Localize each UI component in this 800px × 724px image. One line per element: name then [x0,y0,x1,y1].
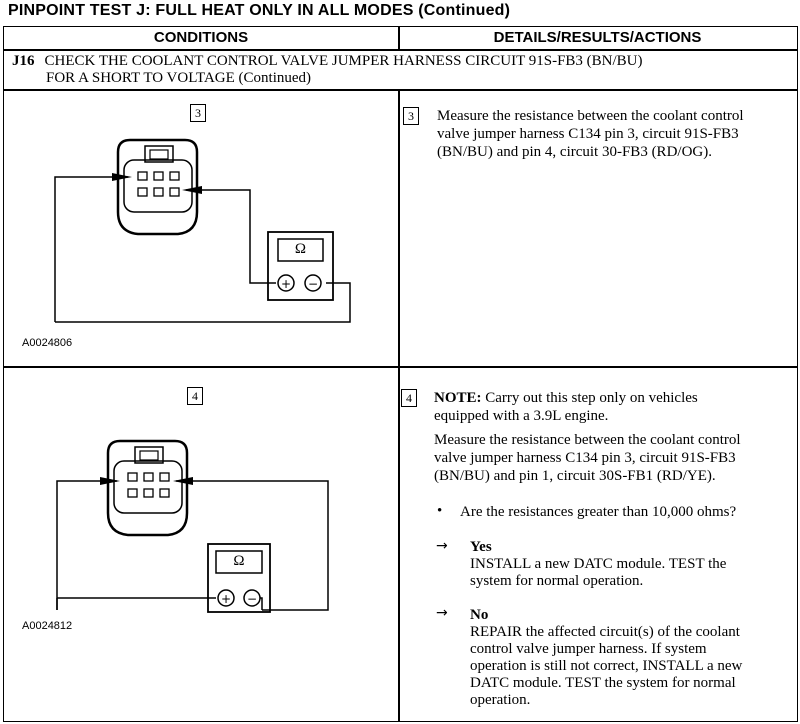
page-title: PINPOINT TEST J: FULL HEAT ONLY IN ALL M… [8,2,511,19]
question-bullet: • [437,503,443,519]
substep-4-line1: Measure the resistance between the coola… [434,432,741,448]
meter-3-minus-terminal: − [307,277,319,291]
yes-arrow-icon: → [436,538,448,554]
note-label: NOTE: [434,390,482,406]
step-heading: J16 CHECK THE COOLANT CONTROL VALVE JUMPE… [12,53,772,87]
figure-3-number: 3 [190,104,206,122]
substep-4-note: NOTE: Carry out this step only on vehicl… [434,390,698,406]
figure-4-id: A0024812 [22,620,73,632]
no-label: No [470,607,489,623]
substep-3-line1: Measure the resistance between the coola… [437,108,744,124]
figure-3-id: A0024806 [22,337,73,349]
substep-3-line3: (BN/BU) and pin 4, circuit 30-FB3 (RD/OG… [437,144,712,160]
meter-4-minus-terminal: − [246,592,258,606]
substep-4-line3: (BN/BU) and pin 1, circuit 30S-FB1 (RD/Y… [434,468,716,484]
figure-3-diagram [54,138,351,323]
header-column-divider [398,27,400,50]
meter-3-ohm-icon: Ω [294,241,307,257]
header-conditions: CONDITIONS [153,29,249,46]
substep-4-line2: valve jumper harness C134 pin 3, circuit… [434,450,736,466]
pinpoint-table: CONDITIONS DETAILS/RESULTS/ACTIONS J16 CH… [3,26,798,722]
figure-4-diagram [56,439,329,613]
step-id: J16 [12,53,35,69]
yes-label: Yes [470,539,492,555]
header-details: DETAILS/RESULTS/ACTIONS [493,29,702,46]
substep-4-number: 4 [401,389,417,407]
yes-line1: INSTALL a new DATC module. TEST the [470,556,727,572]
substep-3-line2: valve jumper harness C134 pin 3, circuit… [437,126,739,142]
no-arrow-icon: → [436,605,448,621]
no-line1: REPAIR the affected circuit(s) of the co… [470,624,740,640]
no-line2: control valve jumper harness. If system [470,641,707,657]
step-line2: FOR A SHORT TO VOLTAGE (Continued) [46,70,312,86]
no-line3: operation is still not correct, INSTALL … [470,658,743,674]
substep-3-number: 3 [403,107,419,125]
substep-divider [4,366,797,368]
step-divider [4,89,797,91]
note-line2: equipped with a 3.9L engine. [434,408,609,424]
meter-3-plus-terminal: + [280,277,292,291]
question-text: Are the resistances greater than 10,000 … [460,504,737,520]
figure-4-number: 4 [187,387,203,405]
column-divider [398,89,400,721]
no-line4: DATC module. TEST the system for normal [470,675,736,691]
yes-line2: system for normal operation. [470,573,644,589]
no-line5: operation. [470,692,531,708]
header-divider [4,49,797,51]
meter-4-plus-terminal: + [220,592,232,606]
step-line1: CHECK THE COOLANT CONTROL VALVE JUMPER H… [44,53,643,69]
meter-4-ohm-icon: Ω [233,553,245,569]
note-line1: Carry out this step only on vehicles [485,390,698,406]
